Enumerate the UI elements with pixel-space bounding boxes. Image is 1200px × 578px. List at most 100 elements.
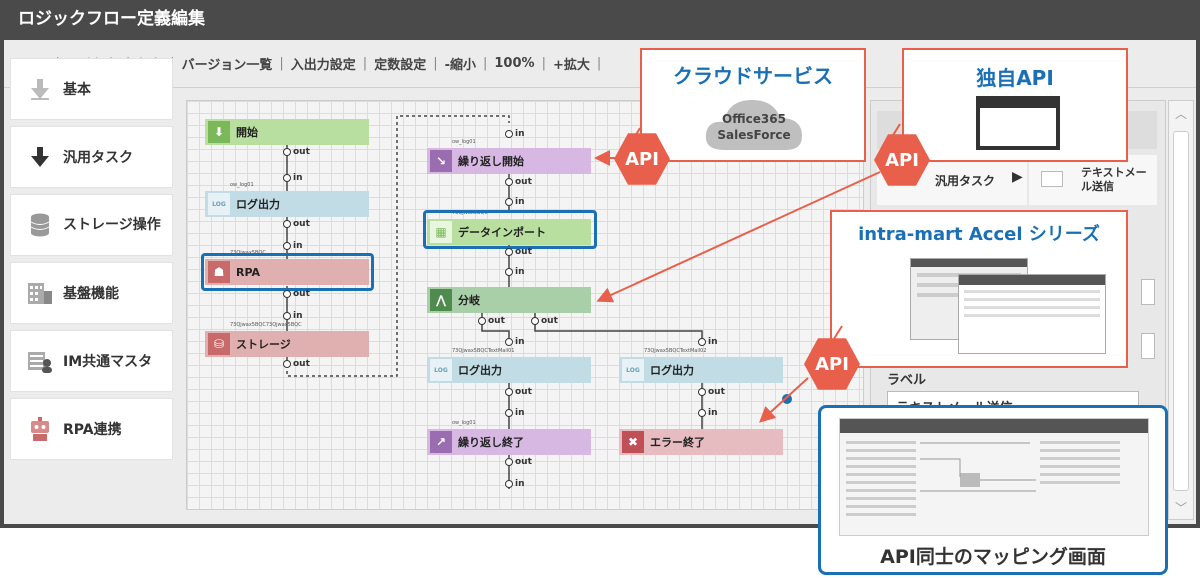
palette-rpa[interactable]: RPA連携 bbox=[10, 398, 173, 460]
port-out[interactable]: out bbox=[505, 177, 532, 187]
node-log2[interactable]: 73Qjwax5BQCTextMail01 LOG ログ出力 bbox=[427, 348, 591, 383]
palette-storage-label: ストレージ操作 bbox=[63, 217, 161, 233]
node-log3-label: ログ出力 bbox=[650, 364, 694, 377]
cloud-services-title: クラウドサービス bbox=[673, 64, 833, 88]
cloud-line1: Office365 bbox=[722, 112, 786, 126]
port-out[interactable]: out bbox=[283, 147, 310, 157]
node-log1[interactable]: ow_log01 LOG ログ出力 bbox=[205, 182, 369, 217]
node-error-end[interactable]: ✖ エラー終了 bbox=[619, 429, 783, 455]
cloud-line2: SalesForce bbox=[717, 128, 791, 142]
node-branch-label: 分岐 bbox=[458, 294, 480, 307]
zoom-level[interactable]: 100% bbox=[494, 56, 535, 71]
node-loop-end[interactable]: ow_log01 ↗ 繰り返し終了 bbox=[427, 420, 591, 455]
node-log2-id: 73Qjwax5BQCTextMail01 bbox=[452, 348, 515, 354]
port-in[interactable]: in bbox=[283, 241, 303, 251]
palette-basic[interactable]: 基本 bbox=[10, 58, 173, 120]
port-out[interactable]: out bbox=[531, 316, 558, 326]
scrollbar[interactable]: ︿ ﹀ bbox=[1168, 100, 1194, 520]
port-in[interactable]: in bbox=[698, 337, 718, 347]
arrow-down-light-icon bbox=[27, 76, 53, 102]
node-log3[interactable]: 73Qjwax5BQCTextMail02 LOG ログ出力 bbox=[619, 348, 783, 383]
port-in[interactable]: in bbox=[505, 129, 525, 139]
mapping-screenshot bbox=[839, 418, 1149, 536]
node-import-id: 73Qjwax5BQC bbox=[452, 210, 488, 216]
robot-icon bbox=[27, 416, 53, 442]
zoom-in-button[interactable]: +拡大 bbox=[552, 58, 590, 73]
browser-window-icon bbox=[976, 96, 1060, 150]
palette-platform[interactable]: 基盤機能 bbox=[10, 262, 173, 324]
accel-callout: intra-mart Accel シリーズ bbox=[830, 210, 1128, 368]
database-icon bbox=[27, 212, 53, 238]
port-in[interactable]: in bbox=[505, 479, 525, 489]
node-start[interactable]: ⬇ 開始 bbox=[205, 119, 369, 145]
node-storage[interactable]: 73Qjwax5BQC73Qjwax5BQC ⛁ ストレージ bbox=[205, 322, 369, 357]
port-in[interactable]: in bbox=[505, 267, 525, 277]
mail-icon bbox=[1041, 171, 1063, 187]
palette-general-task-label: 汎用タスク bbox=[63, 150, 133, 166]
prop-mail-type[interactable]: テキストメール送信 bbox=[1029, 155, 1157, 205]
chevron-down-icon[interactable]: ﹀ bbox=[1175, 501, 1188, 515]
node-data-import[interactable]: 73Qjwax5BQC ▦ データインポート bbox=[427, 210, 591, 245]
accel-screenshot-2 bbox=[958, 274, 1106, 354]
chevron-right-icon: ▶ bbox=[1012, 169, 1023, 185]
mapping-title: API同士のマッピング画面 bbox=[880, 546, 1106, 568]
port-out[interactable]: out bbox=[283, 219, 310, 229]
node-branch[interactable]: ⋀ 分岐 bbox=[427, 287, 591, 313]
database-icon: ⛁ bbox=[208, 333, 230, 355]
constants-button[interactable]: 定数設定 bbox=[374, 58, 427, 73]
prop-label-title: ラベル bbox=[887, 373, 927, 388]
flow-canvas[interactable]: ⬇ 開始 out in ow_log01 LOG ログ出力 out in 73Q… bbox=[186, 100, 864, 510]
error-end-icon: ✖ bbox=[622, 431, 644, 453]
node-loop-start-id: ow_log01 bbox=[452, 139, 476, 145]
log-icon: LOG bbox=[622, 359, 644, 381]
node-import-label: データインポート bbox=[458, 226, 546, 239]
mapping-callout: API同士のマッピング画面 bbox=[818, 405, 1168, 575]
port-in[interactable]: in bbox=[283, 311, 303, 321]
port-in[interactable]: in bbox=[505, 197, 525, 207]
port-out[interactable]: out bbox=[698, 387, 725, 397]
io-settings-button[interactable]: 入出力設定 bbox=[290, 58, 356, 73]
master-icon bbox=[27, 348, 53, 374]
port-in[interactable]: in bbox=[505, 337, 525, 347]
branch-icon: ⋀ bbox=[430, 289, 452, 311]
port-out[interactable]: out bbox=[505, 457, 532, 467]
log-icon: LOG bbox=[208, 193, 230, 215]
palette-general-task[interactable]: 汎用タスク bbox=[10, 126, 173, 188]
version-list-button[interactable]: バージョン一覧 bbox=[181, 58, 273, 73]
node-loop-end-id: ow_log01 bbox=[452, 420, 476, 426]
node-log2-label: ログ出力 bbox=[458, 364, 502, 377]
palette-platform-label: 基盤機能 bbox=[63, 286, 119, 302]
cloud-services-callout: クラウドサービス Office365 SalesForce bbox=[640, 48, 866, 162]
port-out[interactable]: out bbox=[478, 316, 505, 326]
palette-im-master[interactable]: IM共通マスタ bbox=[10, 330, 173, 392]
scrollbar-thumb[interactable] bbox=[1173, 131, 1189, 491]
palette-storage[interactable]: ストレージ操作 bbox=[10, 194, 173, 256]
port-out[interactable]: out bbox=[283, 289, 310, 299]
node-loop-start[interactable]: ow_log01 ↘ 繰り返し開始 bbox=[427, 139, 591, 174]
cloud-icon bbox=[705, 100, 802, 150]
node-start-label: 開始 bbox=[236, 126, 258, 139]
mapping-dot bbox=[782, 394, 792, 404]
task-palette: 基本 汎用タスク ストレージ操作 基盤機能 IM共通マスタ RPA連携 bbox=[10, 58, 173, 466]
arrow-down-icon bbox=[27, 144, 53, 170]
node-log3-id: 73Qjwax5BQCTextMail02 bbox=[644, 348, 707, 354]
port-out[interactable]: out bbox=[505, 247, 532, 257]
node-log1-label: ログ出力 bbox=[236, 198, 280, 211]
window-title: ロジックフロー定義編集 bbox=[0, 0, 1200, 40]
chevron-up-icon[interactable]: ︿ bbox=[1175, 107, 1188, 121]
loop-icon: ↗ bbox=[430, 431, 452, 453]
port-out[interactable]: out bbox=[505, 387, 532, 397]
port-out[interactable]: out bbox=[283, 359, 310, 369]
robot-icon: ☗ bbox=[208, 261, 230, 283]
building-icon bbox=[27, 280, 53, 306]
node-rpa-label: RPA bbox=[236, 265, 261, 279]
node-storage-id: 73Qjwax5BQC73Qjwax5BQC bbox=[230, 322, 302, 328]
palette-rpa-label: RPA連携 bbox=[63, 422, 122, 438]
node-rpa[interactable]: 73Qjwax5BQC ☗ RPA bbox=[205, 250, 369, 285]
node-log1-id: ow_log01 bbox=[230, 182, 254, 188]
palette-im-master-label: IM共通マスタ bbox=[63, 354, 153, 370]
zoom-out-button[interactable]: -縮小 bbox=[444, 58, 476, 73]
port-in[interactable]: in bbox=[283, 173, 303, 183]
port-in[interactable]: in bbox=[698, 408, 718, 418]
port-in[interactable]: in bbox=[505, 408, 525, 418]
